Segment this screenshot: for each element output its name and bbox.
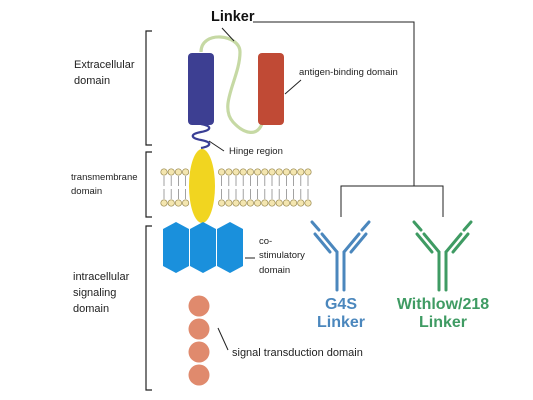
lipid-head xyxy=(261,168,269,176)
lipid-head xyxy=(160,168,168,176)
lipid-head xyxy=(174,199,182,207)
linker-title: Linker xyxy=(211,9,255,25)
lipid-head xyxy=(182,168,190,176)
leader-signal xyxy=(217,327,229,351)
lipid-head xyxy=(297,199,305,207)
g4s-linker-label: G4S Linker xyxy=(311,296,371,333)
linker-branch xyxy=(340,185,444,217)
costimulatory-label-line-1: co- xyxy=(259,236,273,247)
extracellular-label-line-1: Extracellular xyxy=(74,59,135,71)
lipid-head xyxy=(290,168,298,176)
transmembrane-label-line-1: transmembrane xyxy=(71,172,138,183)
lipid-head xyxy=(282,168,290,176)
lipid-head xyxy=(304,199,312,207)
transmembrane-label: transmembrane domain xyxy=(71,171,138,200)
lipid-head xyxy=(239,168,247,176)
intracellular-label-line-2: signaling xyxy=(73,286,117,299)
g4s-antibody-icon xyxy=(310,220,371,292)
lipid-head xyxy=(304,168,312,176)
lipid-head xyxy=(218,168,226,176)
lipid-head xyxy=(268,168,276,176)
linker-loop xyxy=(199,35,265,134)
transmembrane-label-line-2: domain xyxy=(71,186,103,198)
leader-linker xyxy=(221,27,235,42)
extracellular-label: Extracellular domain xyxy=(74,58,135,90)
lipid-head xyxy=(246,199,254,207)
costim-domain-2 xyxy=(190,222,216,273)
lipid-head xyxy=(160,199,168,207)
bracket-transmembrane xyxy=(145,151,152,218)
costimulatory-label: co- stimulatory domain xyxy=(259,235,305,278)
vl-domain xyxy=(258,53,284,125)
lipid-head xyxy=(167,168,175,176)
bracket-intracellular xyxy=(145,225,152,391)
intracellular-label-line-3: domain xyxy=(73,302,110,315)
lipid-head xyxy=(167,199,175,207)
intracellular-label-line-1: intracellular xyxy=(73,271,130,283)
lipid-head xyxy=(261,199,269,207)
lipid-head xyxy=(268,199,276,207)
costim-domain-1 xyxy=(163,222,189,273)
transmembrane-helix xyxy=(189,149,215,223)
signal-domain-1 xyxy=(188,295,210,317)
leader-antigen xyxy=(284,79,302,95)
lipid-head xyxy=(225,199,233,207)
signal-domain-2 xyxy=(188,318,210,340)
lipid-head xyxy=(182,199,190,207)
withlow-linker-line-1: Withlow/218 xyxy=(396,296,490,313)
lipid-head xyxy=(254,199,262,207)
lipid-head xyxy=(232,199,240,207)
lipid-head xyxy=(225,168,233,176)
antigen-binding-label: antigen-binding domain xyxy=(299,67,398,78)
costim-domain-3 xyxy=(217,222,243,273)
lipid-head xyxy=(290,199,298,207)
intracellular-label: intracellular signaling domain xyxy=(73,270,129,318)
g4s-linker-line-1: G4S xyxy=(324,296,357,313)
lipid-head xyxy=(232,168,240,176)
lipid-head xyxy=(239,199,247,207)
costimulatory-label-line-3: domain xyxy=(259,264,291,276)
costimulatory-label-line-2: stimulatory xyxy=(259,250,305,262)
signal-domain-4 xyxy=(188,364,210,386)
hinge-coil xyxy=(191,122,211,150)
leader-hinge xyxy=(208,140,225,152)
g4s-linker-line-2: Linker xyxy=(316,314,365,332)
lipid-head xyxy=(246,168,254,176)
lipid-head xyxy=(254,168,262,176)
vh-domain xyxy=(188,53,214,125)
cell-membrane xyxy=(160,168,312,207)
linker-connector xyxy=(253,21,415,186)
signal-domain-3 xyxy=(188,341,210,363)
lipid-head xyxy=(297,168,305,176)
bracket-extracellular xyxy=(145,30,152,146)
withlow-linker-label: Withlow/218 Linker xyxy=(388,296,498,333)
lipid-head xyxy=(275,199,283,207)
hinge-label: Hinge region xyxy=(229,146,283,157)
lipid-head xyxy=(275,168,283,176)
signal-transduction-label: signal transduction domain xyxy=(232,347,363,359)
lipid-head xyxy=(174,168,182,176)
lipid-head xyxy=(282,199,290,207)
withlow-antibody-icon xyxy=(412,220,473,292)
lipid-head xyxy=(218,199,226,207)
withlow-linker-line-2: Linker xyxy=(418,314,467,332)
extracellular-label-line-2: domain xyxy=(74,74,111,87)
